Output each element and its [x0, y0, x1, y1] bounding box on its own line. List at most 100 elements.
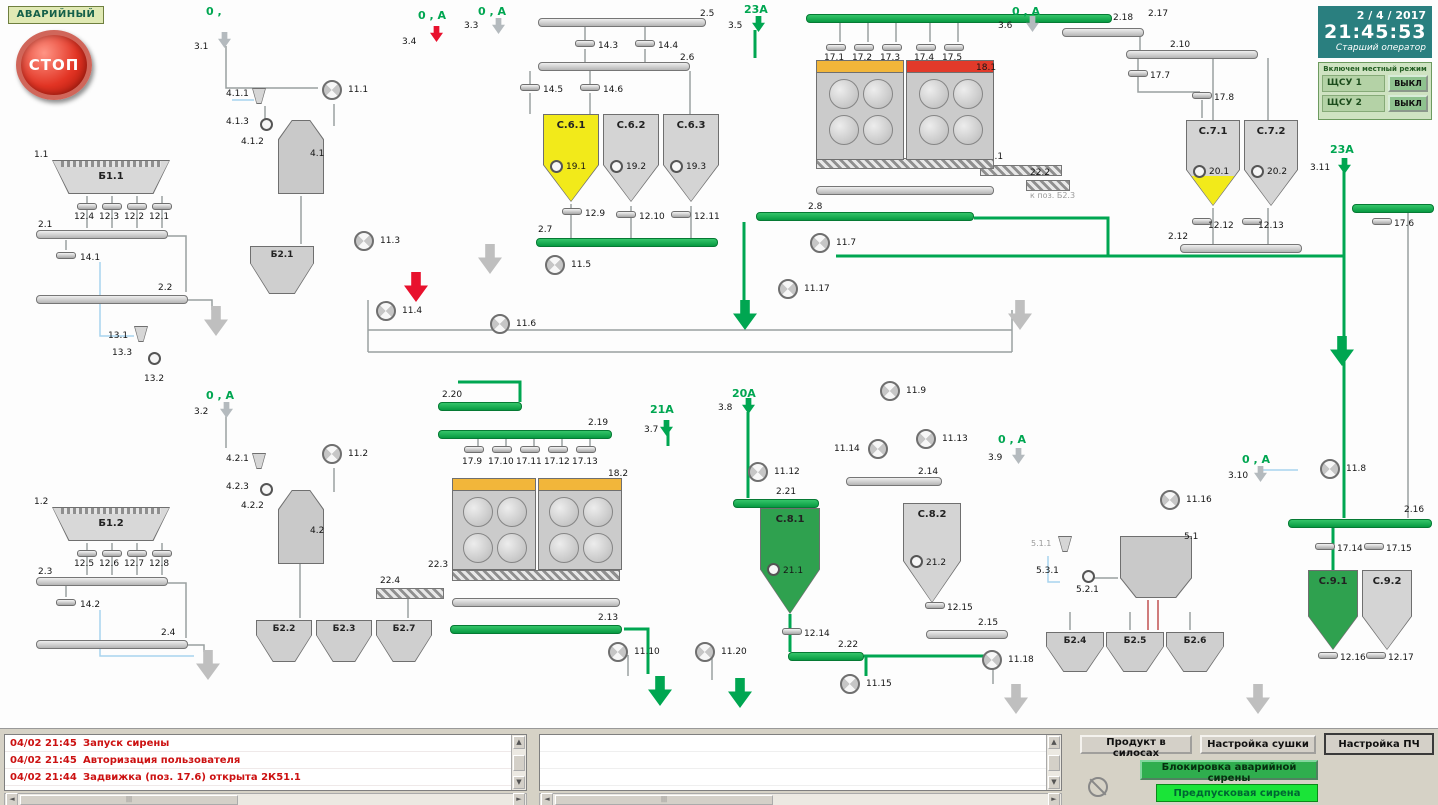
gate-12.5[interactable]	[77, 550, 97, 557]
conveyor-2.2[interactable]	[36, 295, 188, 304]
vfd-settings-button[interactable]: Настройка ПЧ	[1324, 733, 1434, 755]
level-gauge-icon[interactable]	[1193, 164, 1206, 178]
valve-11.17[interactable]	[778, 279, 798, 299]
hopper-Б2.5[interactable]: Б2.5	[1106, 632, 1164, 672]
gate-12.11[interactable]	[671, 211, 691, 218]
gate-17.15[interactable]	[1364, 543, 1384, 550]
product-in-silos-button[interactable]: Продукт в силосах	[1080, 735, 1192, 759]
message-log-vscrollbar[interactable]: ▲ ▼	[1046, 735, 1061, 790]
conveyor-2.19[interactable]	[438, 430, 612, 439]
gate-12.17[interactable]	[1366, 652, 1386, 659]
conveyor-seg27[interactable]	[1352, 204, 1434, 213]
dryer-unit-3[interactable]	[538, 478, 622, 570]
hopper-Б2.4[interactable]: Б2.4	[1046, 632, 1104, 672]
valve-11.14[interactable]	[868, 439, 888, 459]
gate-14.5[interactable]	[520, 84, 540, 91]
gate-14.2[interactable]	[56, 599, 76, 606]
conveyor-2.4[interactable]	[36, 640, 188, 649]
gate-14.1[interactable]	[56, 252, 76, 259]
gate-12.12[interactable]	[1192, 218, 1212, 225]
gate-17.12[interactable]	[548, 446, 568, 453]
alarm-log-hscrollbar[interactable]: ◄ ||| ►	[4, 793, 527, 805]
valve-11.9[interactable]	[880, 381, 900, 401]
gate-17.2[interactable]	[854, 44, 874, 51]
gate-17.8[interactable]	[1192, 92, 1212, 99]
dryer-unit-0[interactable]	[816, 60, 904, 160]
level-gauge-icon[interactable]	[1251, 164, 1264, 178]
gate-17.7[interactable]	[1128, 70, 1148, 77]
gate-12.14[interactable]	[782, 628, 802, 635]
gate-17.10[interactable]	[492, 446, 512, 453]
scroll-down-icon[interactable]: ▼	[513, 776, 525, 789]
scroll-left-icon[interactable]: ◄	[6, 793, 18, 805]
gate-14.6[interactable]	[580, 84, 600, 91]
valve-11.1[interactable]	[322, 80, 342, 100]
conveyor-22.4[interactable]	[376, 588, 444, 599]
gate-17.9[interactable]	[464, 446, 484, 453]
hopper-Б2.1[interactable]: Б2.1	[250, 246, 314, 294]
gate-12.4[interactable]	[77, 203, 97, 210]
scroll-down-icon[interactable]: ▼	[1048, 776, 1060, 789]
conveyor-2.17[interactable]	[806, 14, 1112, 23]
valve-11.4[interactable]	[376, 301, 396, 321]
level-gauge-icon[interactable]	[767, 563, 780, 577]
scroll-thumb[interactable]: |||	[20, 794, 238, 805]
level-gauge-icon[interactable]	[910, 555, 923, 568]
alarm-log-vscrollbar[interactable]: ▲ ▼	[511, 735, 526, 790]
level-gauge-icon[interactable]	[550, 159, 563, 173]
silo-С.9.2[interactable]: С.9.2	[1362, 570, 1412, 650]
machine-4.2[interactable]	[278, 490, 324, 564]
conveyor-2.7[interactable]	[536, 238, 718, 247]
gate-17.3[interactable]	[882, 44, 902, 51]
conveyor-2.15[interactable]	[926, 630, 1008, 639]
conveyor-seg25[interactable]	[816, 186, 994, 195]
gate-17.4[interactable]	[916, 44, 936, 51]
conveyor-2.12[interactable]	[1180, 244, 1302, 253]
gate-17.6[interactable]	[1372, 218, 1392, 225]
gate-12.15[interactable]	[925, 602, 945, 609]
bin-Б1.2[interactable]: Б1.2	[52, 507, 170, 541]
scroll-thumb[interactable]: |||	[555, 794, 773, 805]
gate-12.1[interactable]	[152, 203, 172, 210]
conveyor-2.1[interactable]	[36, 230, 168, 239]
gate-12.6[interactable]	[102, 550, 122, 557]
conveyor-2.5[interactable]	[538, 18, 706, 27]
level-gauge-icon[interactable]	[610, 159, 623, 173]
mcc2-state-button[interactable]: ВЫКЛ	[1388, 95, 1428, 112]
conveyor-22.1[interactable]	[980, 165, 1062, 176]
dryer-unit-2[interactable]	[452, 478, 536, 570]
valve-11.2[interactable]	[322, 444, 342, 464]
conveyor-2.8[interactable]	[756, 212, 974, 221]
hopper-Б2.3[interactable]: Б2.3	[316, 620, 372, 662]
valve-11.15[interactable]	[840, 674, 860, 694]
gate-12.9[interactable]	[562, 208, 582, 215]
conveyor-2.13[interactable]	[450, 625, 622, 634]
gate-12.3[interactable]	[102, 203, 122, 210]
conveyor-2.3[interactable]	[36, 577, 168, 586]
scroll-thumb[interactable]	[1048, 754, 1060, 771]
gate-12.2[interactable]	[127, 203, 147, 210]
gate-17.11[interactable]	[520, 446, 540, 453]
hopper-Б2.2[interactable]: Б2.2	[256, 620, 312, 662]
conveyor-2.16[interactable]	[1288, 519, 1432, 528]
gate-17.1[interactable]	[826, 44, 846, 51]
valve-11.3[interactable]	[354, 231, 374, 251]
emergency-stop-button[interactable]: СТОП	[16, 30, 92, 100]
conveyor-22.2[interactable]	[1026, 180, 1070, 191]
hopper-Б2.6[interactable]: Б2.6	[1166, 632, 1224, 672]
conveyor-22.3[interactable]	[452, 570, 620, 581]
conveyor-2.14[interactable]	[846, 477, 942, 486]
scroll-up-icon[interactable]: ▲	[1048, 736, 1060, 749]
silo-С.9.1[interactable]: С.9.1	[1308, 570, 1358, 650]
scroll-up-icon[interactable]: ▲	[513, 736, 525, 749]
valve-11.8[interactable]	[1320, 459, 1340, 479]
